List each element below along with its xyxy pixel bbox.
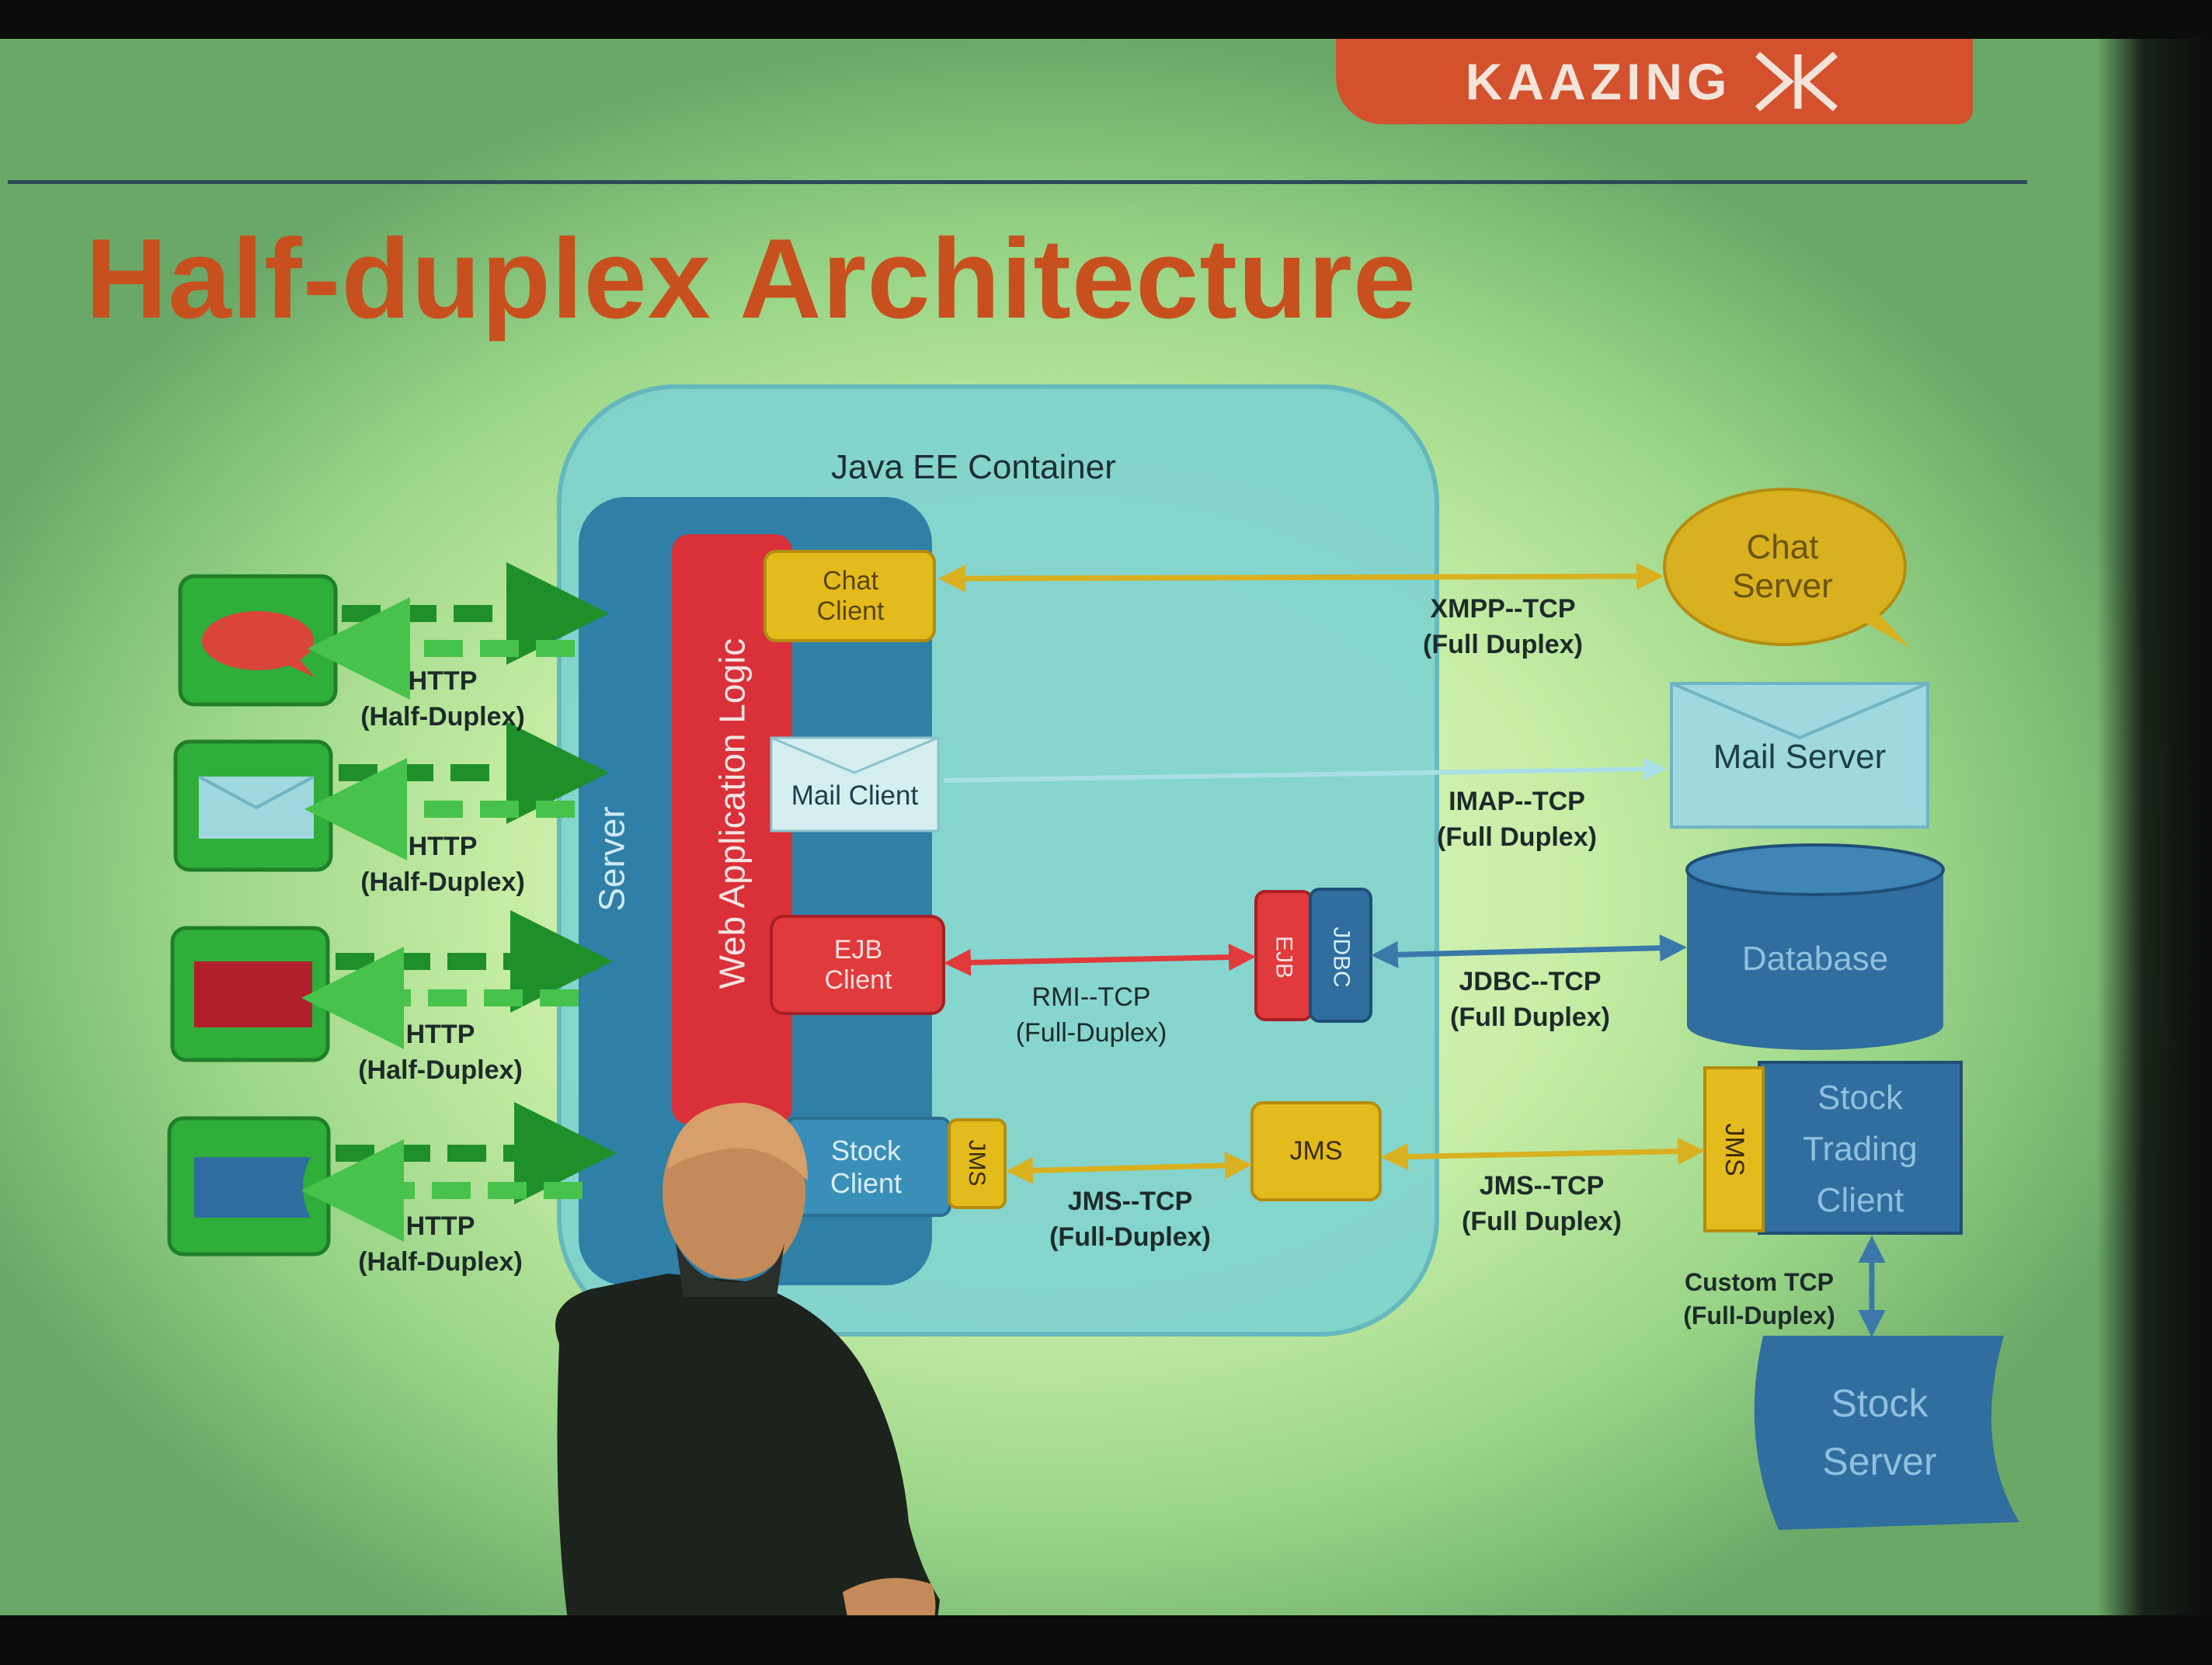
- ejb-client-label: EJB Client: [824, 934, 892, 995]
- jms-outer-label-mode: (Full Duplex): [1462, 1206, 1622, 1236]
- custom-tcp-label-mode: (Full-Duplex): [1683, 1302, 1835, 1330]
- logo-banner: KAAZING: [1336, 39, 1973, 124]
- xmpp-label-protocol: XMPP--TCP: [1430, 594, 1576, 624]
- stock-trading-jms-box: [1703, 1066, 1765, 1232]
- floor-shadow: [0, 1615, 2212, 1665]
- http-label-4-protocol: HTTP: [405, 1211, 475, 1241]
- chat-client-box: [763, 550, 936, 642]
- chat-server-label: Chat Server: [1732, 528, 1833, 605]
- stock-client-label: Stock Client: [830, 1134, 903, 1199]
- jdbc-label-protocol: JDBC--TCP: [1459, 967, 1602, 996]
- jms-inner-label: JMS--TCP (Full-Duplex): [1041, 1184, 1219, 1256]
- rmi-label-mode: (Full-Duplex): [1015, 1017, 1167, 1048]
- http-label-1: HTTP (Half-Duplex): [353, 664, 532, 735]
- database-label: Database: [1741, 940, 1889, 978]
- http-label-2-mode: (Half-Duplex): [360, 867, 525, 897]
- logo-brand-text: KAAZING: [1465, 53, 1732, 110]
- ejb-client-box: [770, 915, 945, 1015]
- http-label-3-protocol: HTTP: [405, 1020, 475, 1049]
- http-label-4-mode: (Half-Duplex): [358, 1246, 523, 1277]
- screen-edge-shadow: [2097, 0, 2212, 1665]
- http-label-1-mode: (Half-Duplex): [360, 701, 525, 732]
- rmi-label-protocol: RMI--TCP: [1031, 982, 1151, 1012]
- imap-label-protocol: IMAP--TCP: [1449, 787, 1585, 816]
- http-label-3-mode: (Half-Duplex): [358, 1055, 523, 1085]
- rmi-arrow: [944, 944, 1256, 976]
- xmpp-arrow: [938, 562, 1664, 593]
- stock-server-shape: [1754, 1336, 2019, 1530]
- stock-jms-box: [948, 1118, 1007, 1209]
- client-ejb-icon: [170, 926, 330, 1062]
- http-label-3: HTTP (Half-Duplex): [351, 1017, 530, 1089]
- jms-inner-label-mode: (Full-Duplex): [1049, 1222, 1211, 1252]
- container-label: Java EE Container: [831, 448, 1116, 486]
- chat-server-bubble: [1663, 488, 1911, 648]
- client-stock-icon: [167, 1116, 331, 1257]
- jdbc-label-mode: (Full Duplex): [1450, 1002, 1610, 1032]
- http-label-2: HTTP (Half-Duplex): [353, 829, 532, 901]
- logo-mark-icon: [1755, 51, 1838, 112]
- client-chat-icon: [178, 574, 338, 707]
- web-logic-bar: [672, 534, 792, 1124]
- mail-server-label: Mail Server: [1713, 738, 1887, 776]
- jms-inner-arrow: [1006, 1152, 1252, 1184]
- custom-tcp-label: Custom TCP (Full-Duplex): [1670, 1266, 1849, 1333]
- database-cylinder: [1685, 843, 1945, 1050]
- mail-server-box: [1670, 682, 1929, 829]
- imap-label: IMAP--TCP (Full Duplex): [1428, 784, 1606, 856]
- imap-arrow: [943, 757, 1667, 783]
- xmpp-label: XMPP--TCP (Full Duplex): [1414, 592, 1592, 663]
- stock-server-label: Stock Server: [1822, 1382, 1937, 1483]
- stock-trading-client-label: Stock Trading Client: [1803, 1079, 1918, 1219]
- http-label-1-protocol: HTTP: [408, 666, 478, 696]
- jms-outer-label-protocol: JMS--TCP: [1479, 1171, 1605, 1201]
- jdbc-label: JDBC--TCP (Full Duplex): [1441, 965, 1619, 1036]
- jms-inner-label-protocol: JMS--TCP: [1067, 1187, 1193, 1216]
- jms-outer-arrow: [1381, 1138, 1705, 1170]
- imap-label-mode: (Full Duplex): [1437, 822, 1597, 852]
- http-arrows: [301, 562, 617, 1242]
- slide-title: Half-duplex Architecture: [85, 215, 1417, 342]
- http-label-4: HTTP (Half-Duplex): [351, 1209, 530, 1281]
- chat-client-label: Chat Client: [816, 565, 885, 626]
- jms-outer-label: JMS--TCP (Full Duplex): [1452, 1169, 1631, 1240]
- jms-box: [1250, 1101, 1382, 1201]
- jdbc-small-box: [1309, 888, 1372, 1023]
- custom-tcp-label-protocol: Custom TCP: [1685, 1268, 1834, 1296]
- http-label-2-protocol: HTTP: [408, 832, 478, 861]
- xmpp-label-mode: (Full Duplex): [1423, 629, 1583, 659]
- rmi-label: RMI--TCP (Full-Duplex): [1002, 980, 1181, 1051]
- mail-client-label: Mail Client: [791, 780, 919, 811]
- jms-box-label: JMS: [1289, 1136, 1343, 1166]
- header-divider: [8, 180, 2027, 184]
- mail-client-box: [770, 736, 940, 832]
- jdbc-arrow: [1371, 934, 1687, 968]
